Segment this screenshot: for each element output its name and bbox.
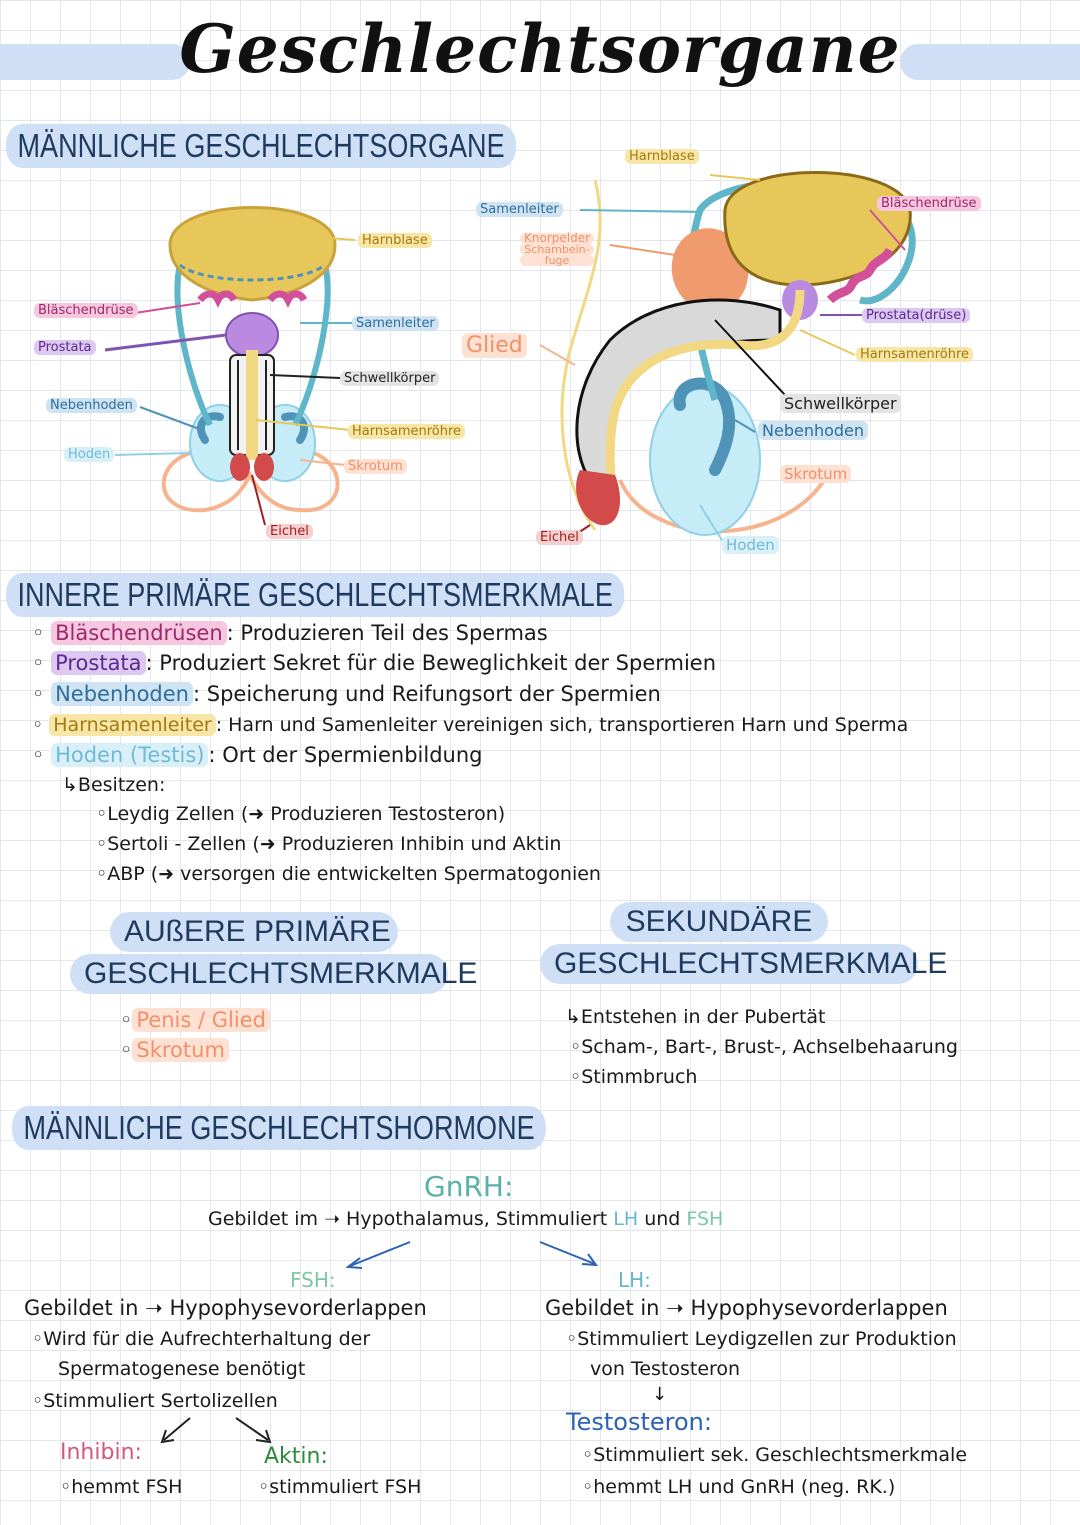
front-diagram [104, 206, 356, 526]
inner-besitzen: ↳Besitzen: [62, 774, 166, 796]
side-label-nebenhoden: Nebenhoden [758, 421, 869, 440]
heading-male-organs: MÄNNLICHE GESCHLECHTSORGANE [6, 124, 517, 168]
side-label-hoden: Hoden [722, 536, 779, 554]
side-label-harnsamenroehre: Harnsamenröhre [856, 347, 974, 362]
side-urethra [605, 289, 805, 486]
aktin-title: Aktin: [264, 1444, 328, 1469]
outer-item-skrotum: Skrotum [120, 1038, 229, 1062]
inner-sub-sertoli: Sertoli - Zellen (➜ Produzieren Inhibin … [96, 833, 561, 855]
aktin-item: stimmuliert FSH [258, 1476, 421, 1498]
front-label-nebenhoden: Nebenhoden [46, 398, 137, 413]
secondary-item-stimmbruch: Stimmbruch [570, 1066, 697, 1088]
side-label-prostata: Prostata(drüse) [862, 308, 971, 323]
inner-sub-abp: ABP (➜ versorgen die entwickelten Sperma… [96, 863, 601, 885]
heading-hormones: MÄNNLICHE GESCHLECHTSHORMONE [12, 1106, 547, 1150]
side-label-schwellkoerper: Schwellkörper [780, 394, 901, 413]
inhibin-title: Inhibin: [60, 1440, 142, 1465]
front-label-harnsamenroehre: Harnsamenröhre [348, 424, 466, 439]
front-scrotum [161, 448, 340, 513]
heading-secondary: SEKUNDÄRE GESCHLECHTSMERKMALE [540, 902, 947, 984]
inner-item-hoden: Hoden (Testis): Ort der Spermienbildung [32, 743, 483, 767]
gnrh-desc: Gebildet im ➝ Hypothalamus, Stimmuliert … [208, 1208, 724, 1230]
lh-origin: Gebildet in ➝ Hypophysevorderlappen [545, 1296, 948, 1320]
front-epididymis-left [197, 412, 224, 444]
side-glans [576, 470, 620, 526]
gnrh-title: GnRH: [424, 1170, 514, 1203]
inner-sub-leydig: Leydig Zellen (➜ Produzieren Testosteron… [96, 803, 505, 825]
fsh-item-2: Stimmuliert Sertolizellen [32, 1390, 278, 1412]
secondary-intro: ↳Entstehen in der Pubertät [565, 1006, 826, 1028]
lh-item-1b: von Testosteron [590, 1358, 741, 1380]
fsh-item-1a: Wird für die Aufrechterhaltung der [32, 1328, 370, 1350]
side-label-harnblase: Harnblase [625, 149, 699, 164]
inner-item-blaeschendruesen: Bläschendrüsen: Produzieren Teil des Spe… [32, 621, 548, 645]
side-label-knorpelfuge: Knorpelder Schambein- fuge [520, 232, 595, 266]
secondary-item-behaarung: Scham-, Bart-, Brust-, Achselbehaarung [570, 1036, 958, 1058]
testosteron-item-1: Stimmuliert sek. Geschlechtsmerkmale [582, 1444, 967, 1466]
side-bladder [723, 171, 912, 287]
front-label-skrotum: Skrotum [344, 459, 407, 474]
side-seminal [826, 247, 895, 304]
heading-inner-primary: INNERE PRIMÄRE GESCHLECHTSMERKMALE [6, 573, 625, 617]
fsh-item-1b: Spermatogenese benötigt [58, 1358, 306, 1380]
inner-item-harnsamenleiter: Harnsamenleiter: Harn und Samenleiter ve… [32, 714, 908, 736]
front-seminal-right [267, 290, 308, 308]
side-label-skrotum: Skrotum [780, 465, 852, 483]
fsh-title: FSH: [290, 1268, 336, 1292]
front-glans-left [230, 453, 250, 481]
outer-item-penis: Penis / Glied [120, 1008, 270, 1032]
side-label-glied: Glied [462, 333, 527, 358]
testosteron-item-2: hemmt LH und GnRH (neg. RK.) [582, 1476, 895, 1498]
side-label-blaeschendruese: Bläschendrüse [877, 196, 981, 211]
front-label-schwellkoerper: Schwellkörper [340, 371, 440, 386]
side-label-eichel: Eichel [536, 530, 583, 545]
front-bladder [168, 206, 337, 302]
inhibin-item: hemmt FSH [60, 1476, 182, 1498]
lh-title: LH: [618, 1268, 651, 1292]
front-label-samenleiter: Samenleiter [352, 316, 439, 331]
gnrh-arrows [345, 1241, 599, 1269]
front-label-blaeschendruese: Bläschendrüse [34, 303, 138, 318]
front-epididymis-right [281, 412, 308, 444]
inner-item-prostata: Prostata: Produziert Sekret für die Bewe… [32, 651, 716, 675]
heading-outer-primary: AUßERE PRIMÄRE GESCHLECHTSMERKMALE [70, 912, 477, 994]
fsh-arrows [160, 1417, 272, 1444]
title-band-right [900, 44, 1080, 80]
front-glans-right [254, 453, 274, 481]
inner-item-nebenhoden: Nebenhoden: Speicherung und Reifungsort … [32, 682, 661, 706]
fsh-origin: Gebildet in ➝ Hypophysevorderlappen [24, 1296, 427, 1320]
front-label-harnblase: Harnblase [358, 233, 432, 248]
testosteron-title: Testosteron: [566, 1408, 712, 1436]
lh-item-1a: Stimmuliert Leydigzellen zur Produktion [566, 1328, 956, 1350]
side-epididymis [673, 377, 736, 476]
side-label-samenleiter: Samenleiter [476, 202, 563, 217]
title-band-left [0, 44, 190, 80]
lh-down-arrow: ↓ [652, 1384, 668, 1405]
front-label-prostata: Prostata [34, 340, 96, 355]
side-diagram [539, 171, 916, 546]
front-label-eichel: Eichel [266, 524, 313, 539]
side-skin [560, 179, 602, 531]
front-seminal-left [197, 290, 238, 308]
page-title: Geschlechtsorgane [179, 10, 901, 88]
front-label-hoden: Hoden [64, 447, 115, 462]
